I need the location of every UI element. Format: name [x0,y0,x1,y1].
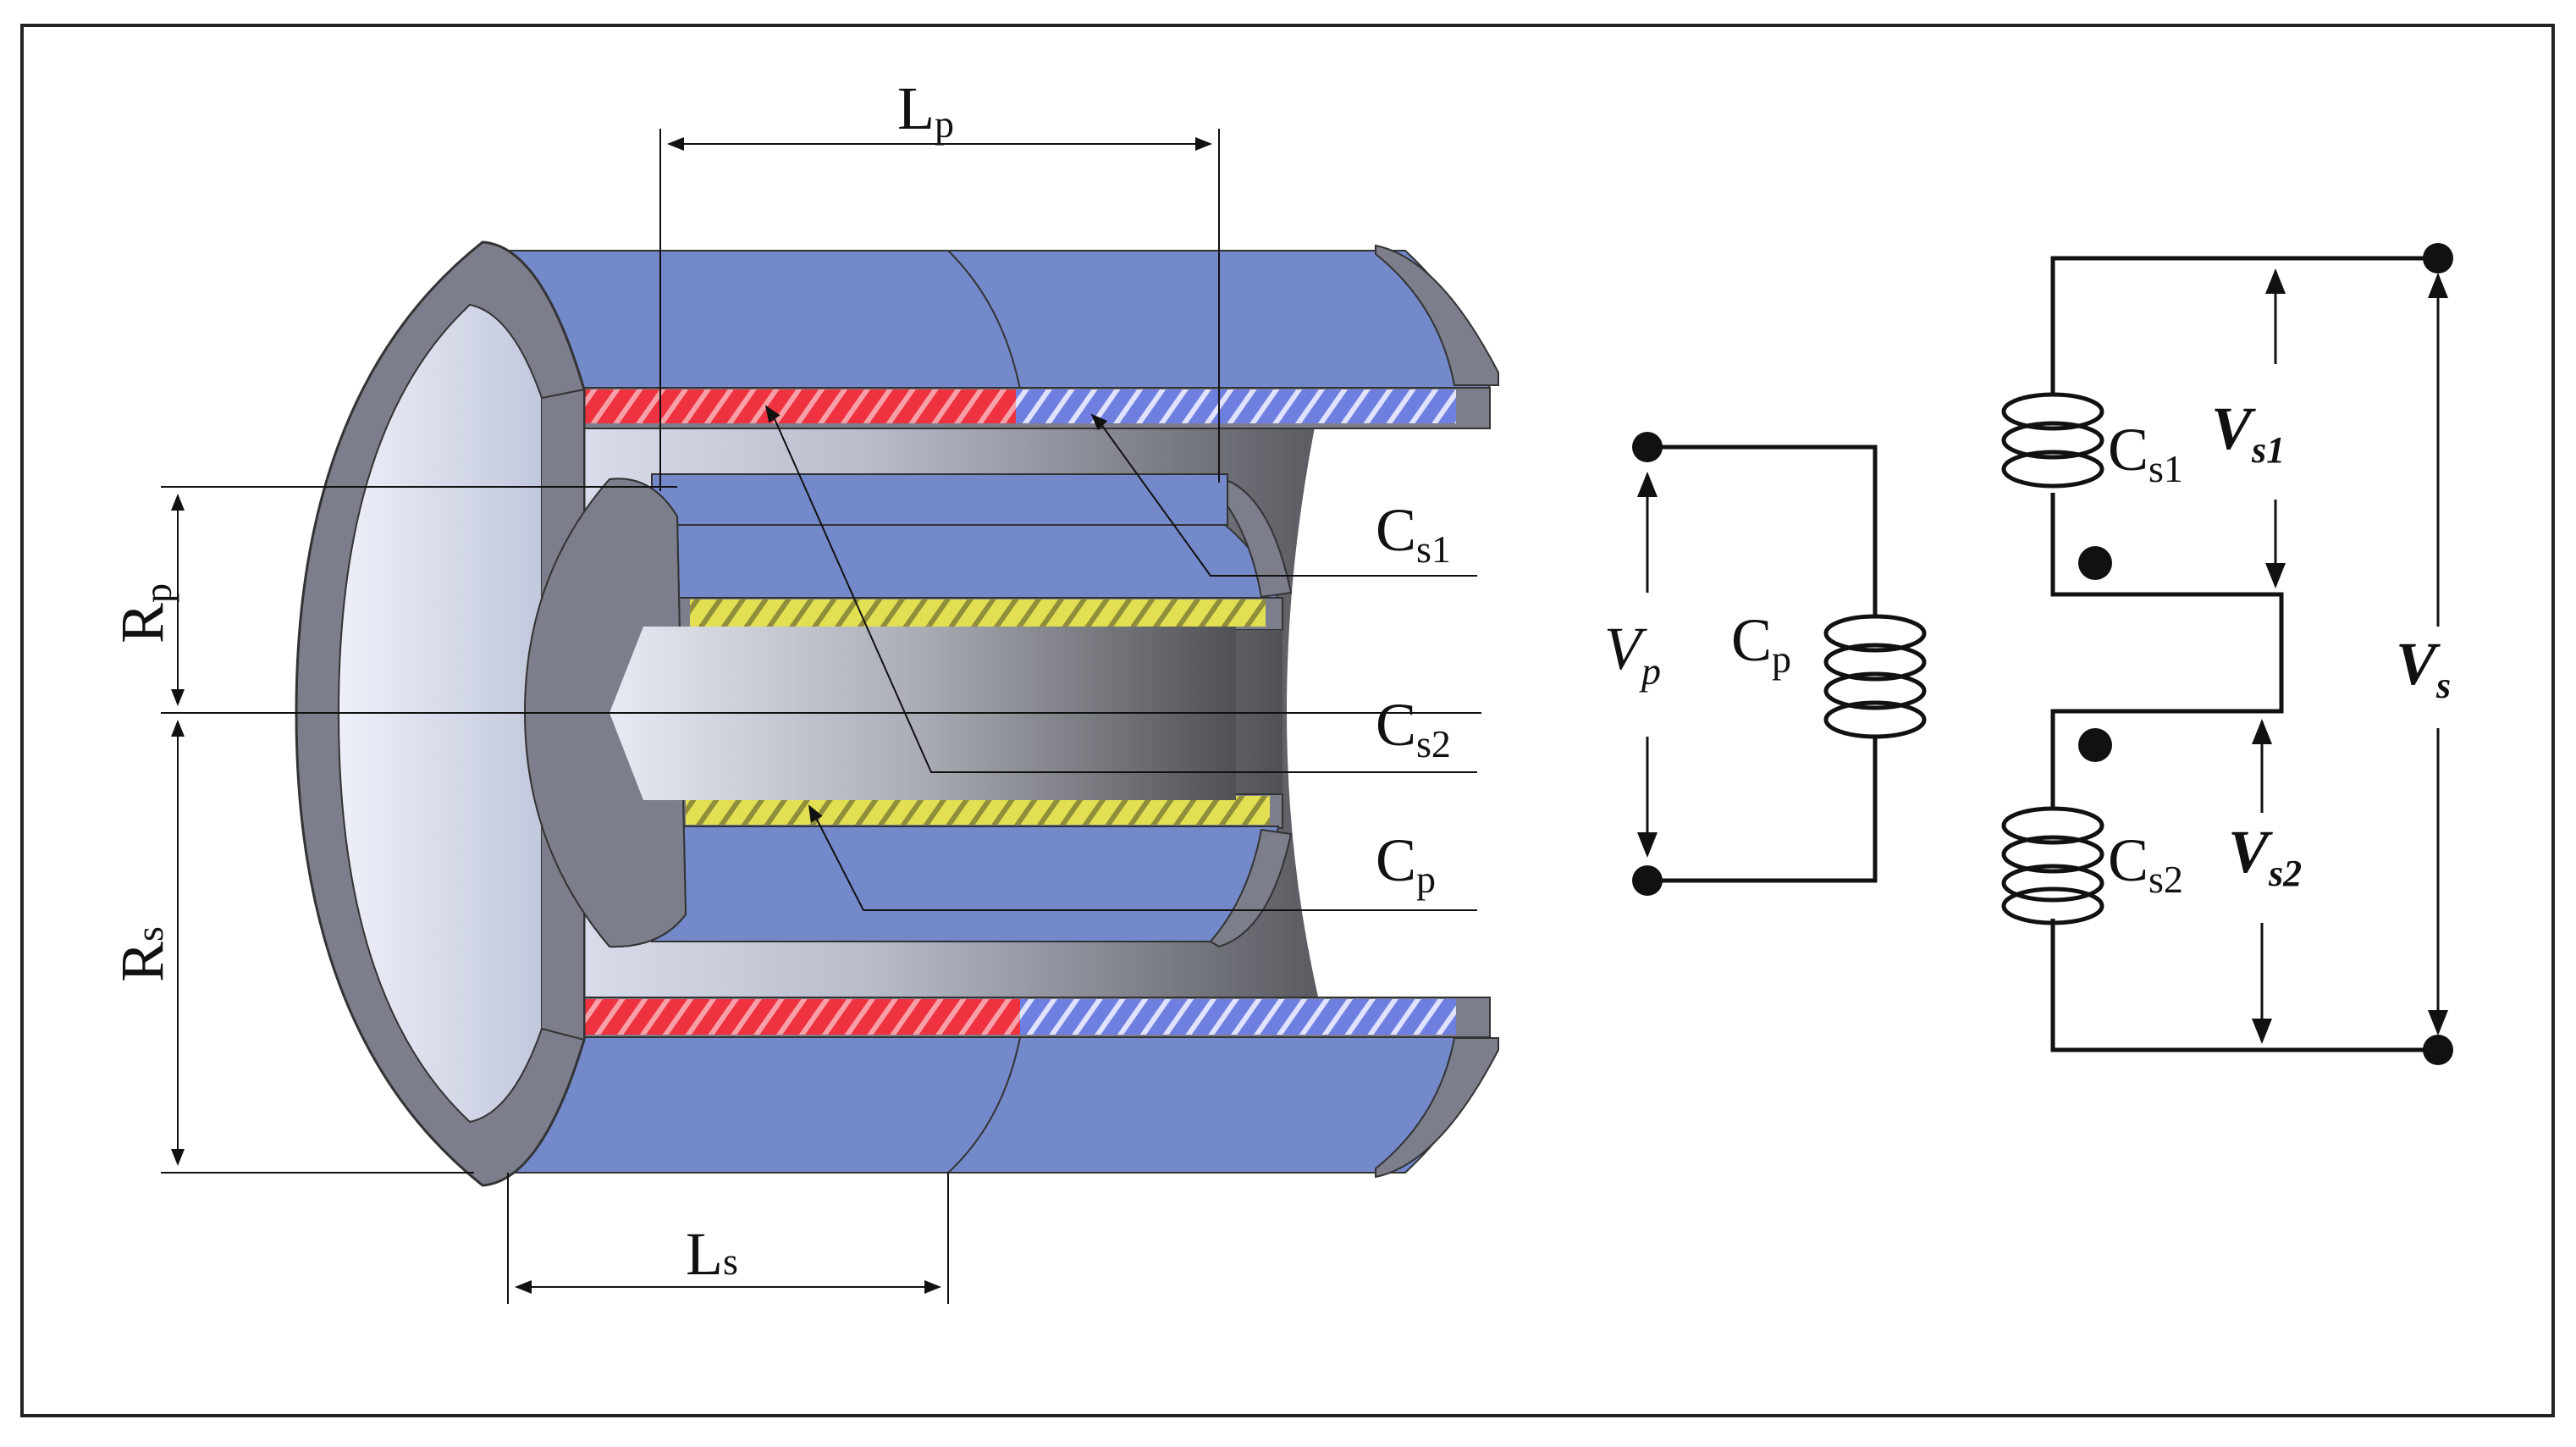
label-vs: Vs [2396,630,2451,706]
secondary-terminal-bottom [2423,1035,2453,1065]
label-rp: Rp [108,583,179,643]
label-coil-s1: Cs1 [2108,416,2183,490]
label-vp: Vp [1604,615,1661,693]
outer-tube-bottom-end [1375,1037,1499,1179]
tube-seam-top [947,250,1021,390]
primary-wire-bottom [1647,737,1878,883]
label-ls: Ls [686,1220,738,1288]
core-tube-top-band [651,473,1228,526]
label-rs: Rs [108,926,176,982]
label-coil-s2: Cs2 [2108,826,2183,901]
cp-leader [814,814,1477,911]
label-primary-coil: Cp [1731,606,1791,681]
secondary-wire-middle [2050,493,2284,809]
tube-seam-bottom [947,1036,1021,1174]
polarity-dot-top [2078,546,2112,580]
secondary-winding-s1-bottom [567,999,1020,1035]
secondary-winding-s2-top [1016,389,1456,423]
cs2-leader [771,412,1477,773]
primary-winding-bottom [686,796,1270,825]
secondary-terminal-top [2423,243,2453,273]
cs1-leader [1100,423,1477,577]
outer-tube-bottom [499,1036,1492,1174]
cs2-leader-tip [764,405,781,423]
secondary-coil-bottom [2001,806,2104,925]
cs1-leader-tip [1090,413,1108,431]
dimension-annotations [161,129,1481,1304]
secondary-wire-bottom [2050,919,2438,1052]
label-vs1: Vs1 [2211,395,2285,471]
secondary-circuit [2001,256,2448,1052]
cp-leader-tip [808,804,823,823]
outer-tube-top [499,250,1492,390]
callout-cs1: Cs1 [1376,496,1451,571]
label-lp: Lp [897,75,954,146]
secondary-coil-top [2001,392,2104,489]
secondary-wire-top [2050,256,2438,396]
primary-circuit [1637,445,1927,883]
callout-cs2: Cs2 [1376,691,1451,765]
polarity-dot-bottom [2078,728,2112,762]
callout-cp: Cp [1376,826,1436,901]
outer-tube-top-end [1375,244,1499,386]
core-tube-bottom-end [1209,828,1293,948]
primary-terminal-top [1632,432,1663,462]
core-tube-top-end [1209,476,1293,599]
core-tube-top [651,522,1280,600]
primary-coil [1823,614,1927,739]
primary-terminal-bottom [1632,865,1663,896]
primary-wire-top [1647,445,1878,618]
primary-winding-top [690,599,1266,627]
label-vs2: Vs2 [2228,818,2302,894]
secondary-winding-s2-bottom [1020,999,1456,1035]
secondary-winding-s1-top [571,389,1016,423]
core-tube-bottom [651,826,1280,942]
